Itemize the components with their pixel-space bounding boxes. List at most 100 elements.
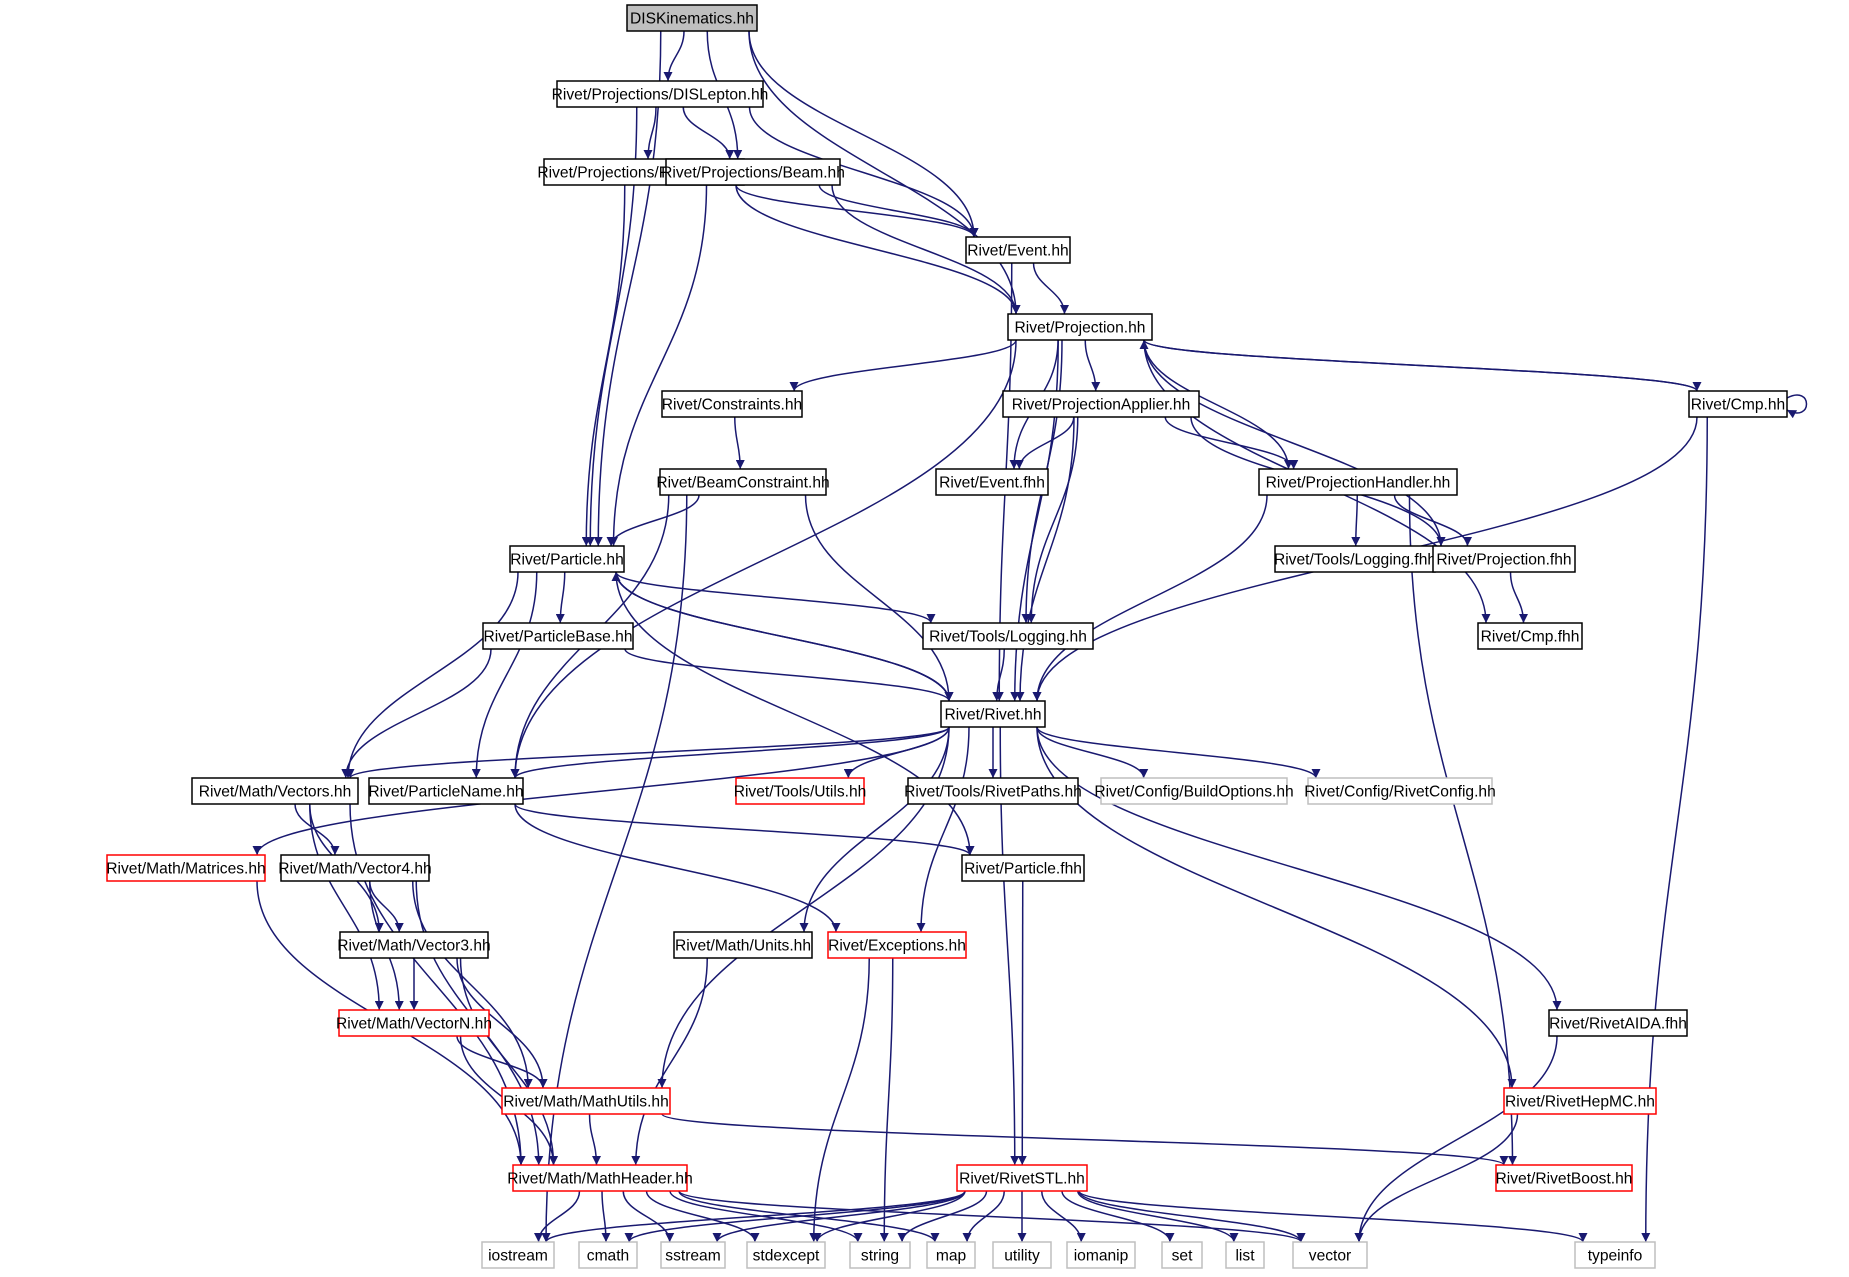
node-box[interactable]	[956, 1164, 1088, 1192]
node-logginghh[interactable]: Rivet/Tools/Logging.hh	[922, 622, 1094, 650]
node-particlefhh[interactable]: Rivet/Particle.fhh	[961, 854, 1085, 882]
node-box[interactable]	[556, 80, 764, 108]
node-eventfhh[interactable]: Rivet/Event.fhh	[935, 468, 1049, 496]
node-projhh[interactable]: Rivet/Projection.hh	[1007, 313, 1153, 341]
node-rivetconfig[interactable]: Rivet/Config/RivetConfig.hh	[1304, 777, 1496, 805]
node-box[interactable]	[368, 777, 524, 805]
node-vector[interactable]: vector	[1292, 1241, 1368, 1269]
node-box[interactable]	[1225, 1241, 1265, 1269]
node-box[interactable]	[935, 468, 1049, 496]
node-box[interactable]	[280, 854, 430, 882]
node-box[interactable]	[1258, 468, 1458, 496]
node-projfhh[interactable]: Rivet/Projection.fhh	[1432, 545, 1576, 573]
node-vector3[interactable]: Rivet/Math/Vector3.hh	[337, 931, 491, 959]
node-box[interactable]	[1432, 545, 1576, 573]
node-box[interactable]	[926, 1241, 976, 1269]
node-box[interactable]	[512, 1164, 688, 1192]
node-box[interactable]	[338, 1009, 490, 1037]
node-rivethh[interactable]: Rivet/Rivet.hh	[940, 700, 1046, 728]
node-cmath[interactable]: cmath	[578, 1241, 638, 1269]
node-box[interactable]	[659, 468, 827, 496]
node-vector4[interactable]: Rivet/Math/Vector4.hh	[278, 854, 432, 882]
node-box[interactable]	[1100, 777, 1288, 805]
node-box[interactable]	[501, 1087, 671, 1115]
node-cmpfhh[interactable]: Rivet/Cmp.fhh	[1477, 622, 1583, 650]
node-buildoptions[interactable]: Rivet/Config/BuildOptions.hh	[1094, 777, 1294, 805]
node-box[interactable]	[578, 1241, 638, 1269]
node-vectorn[interactable]: Rivet/Math/VectorN.hh	[336, 1009, 492, 1037]
node-box[interactable]	[661, 390, 803, 418]
node-box[interactable]	[1548, 1009, 1688, 1037]
node-mathutils[interactable]: Rivet/Math/MathUtils.hh	[501, 1087, 671, 1115]
edge-cmphh-to-typeinfo	[1641, 416, 1708, 1243]
node-box[interactable]	[191, 777, 359, 805]
node-loggingfhh[interactable]: Rivet/Tools/Logging.fhh	[1274, 545, 1436, 573]
node-constraints[interactable]: Rivet/Constraints.hh	[661, 390, 803, 418]
node-units[interactable]: Rivet/Math/Units.hh	[673, 931, 813, 959]
node-box[interactable]	[965, 236, 1071, 264]
node-box[interactable]	[907, 777, 1079, 805]
node-particlename[interactable]: Rivet/ParticleName.hh	[368, 777, 524, 805]
node-dislepton[interactable]: Rivet/Projections/DISLepton.hh	[552, 80, 769, 108]
node-particlebase[interactable]: Rivet/ParticleBase.hh	[482, 622, 634, 650]
node-utils[interactable]: Rivet/Tools/Utils.hh	[734, 777, 867, 805]
node-typeinfo[interactable]: typeinfo	[1574, 1241, 1656, 1269]
node-stdexcept[interactable]: stdexcept	[746, 1241, 826, 1269]
node-iomanip[interactable]: iomanip	[1066, 1241, 1136, 1269]
node-beam[interactable]: Rivet/Projections/Beam.hh	[661, 158, 845, 186]
node-box[interactable]	[665, 158, 841, 186]
node-box[interactable]	[827, 931, 967, 959]
node-box[interactable]	[992, 1241, 1052, 1269]
node-projapplier[interactable]: Rivet/ProjectionApplier.hh	[1002, 390, 1200, 418]
node-box[interactable]	[961, 854, 1085, 882]
node-box[interactable]	[735, 777, 865, 805]
node-box[interactable]	[1307, 777, 1493, 805]
node-sstream[interactable]: sstream	[660, 1241, 726, 1269]
node-particlehh[interactable]: Rivet/Particle.hh	[509, 545, 625, 573]
node-set[interactable]: set	[1161, 1241, 1203, 1269]
node-mathheader[interactable]: Rivet/Math/MathHeader.hh	[507, 1164, 693, 1192]
node-string[interactable]: string	[849, 1241, 911, 1269]
node-box[interactable]	[1002, 390, 1200, 418]
node-box[interactable]	[940, 700, 1046, 728]
node-box[interactable]	[481, 1241, 555, 1269]
node-vectors[interactable]: Rivet/Math/Vectors.hh	[191, 777, 359, 805]
node-rivetboost[interactable]: Rivet/RivetBoost.hh	[1495, 1164, 1633, 1192]
node-projhandler[interactable]: Rivet/ProjectionHandler.hh	[1258, 468, 1458, 496]
node-dis[interactable]: DISKinematics.hh	[626, 4, 758, 32]
node-eventhh[interactable]: Rivet/Event.hh	[965, 236, 1071, 264]
node-map[interactable]: map	[926, 1241, 976, 1269]
node-list[interactable]: list	[1225, 1241, 1265, 1269]
node-box[interactable]	[1007, 313, 1153, 341]
node-box[interactable]	[1274, 545, 1436, 573]
node-matrices[interactable]: Rivet/Math/Matrices.hh	[106, 854, 266, 882]
node-box[interactable]	[849, 1241, 911, 1269]
node-box[interactable]	[1292, 1241, 1368, 1269]
node-box[interactable]	[746, 1241, 826, 1269]
node-box[interactable]	[1688, 390, 1788, 418]
node-box[interactable]	[1574, 1241, 1656, 1269]
node-cmphh[interactable]: Rivet/Cmp.hh	[1688, 390, 1788, 418]
node-box[interactable]	[1495, 1164, 1633, 1192]
node-utility[interactable]: utility	[992, 1241, 1052, 1269]
node-box[interactable]	[509, 545, 625, 573]
node-box[interactable]	[922, 622, 1094, 650]
node-box[interactable]	[1477, 622, 1583, 650]
node-rivetpaths[interactable]: Rivet/Tools/RivetPaths.hh	[904, 777, 1082, 805]
node-box[interactable]	[1503, 1087, 1657, 1115]
node-exceptions[interactable]: Rivet/Exceptions.hh	[827, 931, 967, 959]
node-rivethepmc[interactable]: Rivet/RivetHepMC.hh	[1503, 1087, 1657, 1115]
node-box[interactable]	[482, 622, 634, 650]
node-box[interactable]	[673, 931, 813, 959]
node-box[interactable]	[106, 854, 266, 882]
node-box[interactable]	[1161, 1241, 1203, 1269]
node-box[interactable]	[1066, 1241, 1136, 1269]
node-box[interactable]	[660, 1241, 726, 1269]
node-box[interactable]	[339, 931, 489, 959]
node-label: Rivet/Constraints.hh	[662, 397, 802, 414]
node-iostream[interactable]: iostream	[481, 1241, 555, 1269]
node-rivetstl[interactable]: Rivet/RivetSTL.hh	[956, 1164, 1088, 1192]
node-beamconstraint[interactable]: Rivet/BeamConstraint.hh	[656, 468, 830, 496]
node-box[interactable]	[626, 4, 758, 32]
node-rivetaida[interactable]: Rivet/RivetAIDA.fhh	[1548, 1009, 1688, 1037]
